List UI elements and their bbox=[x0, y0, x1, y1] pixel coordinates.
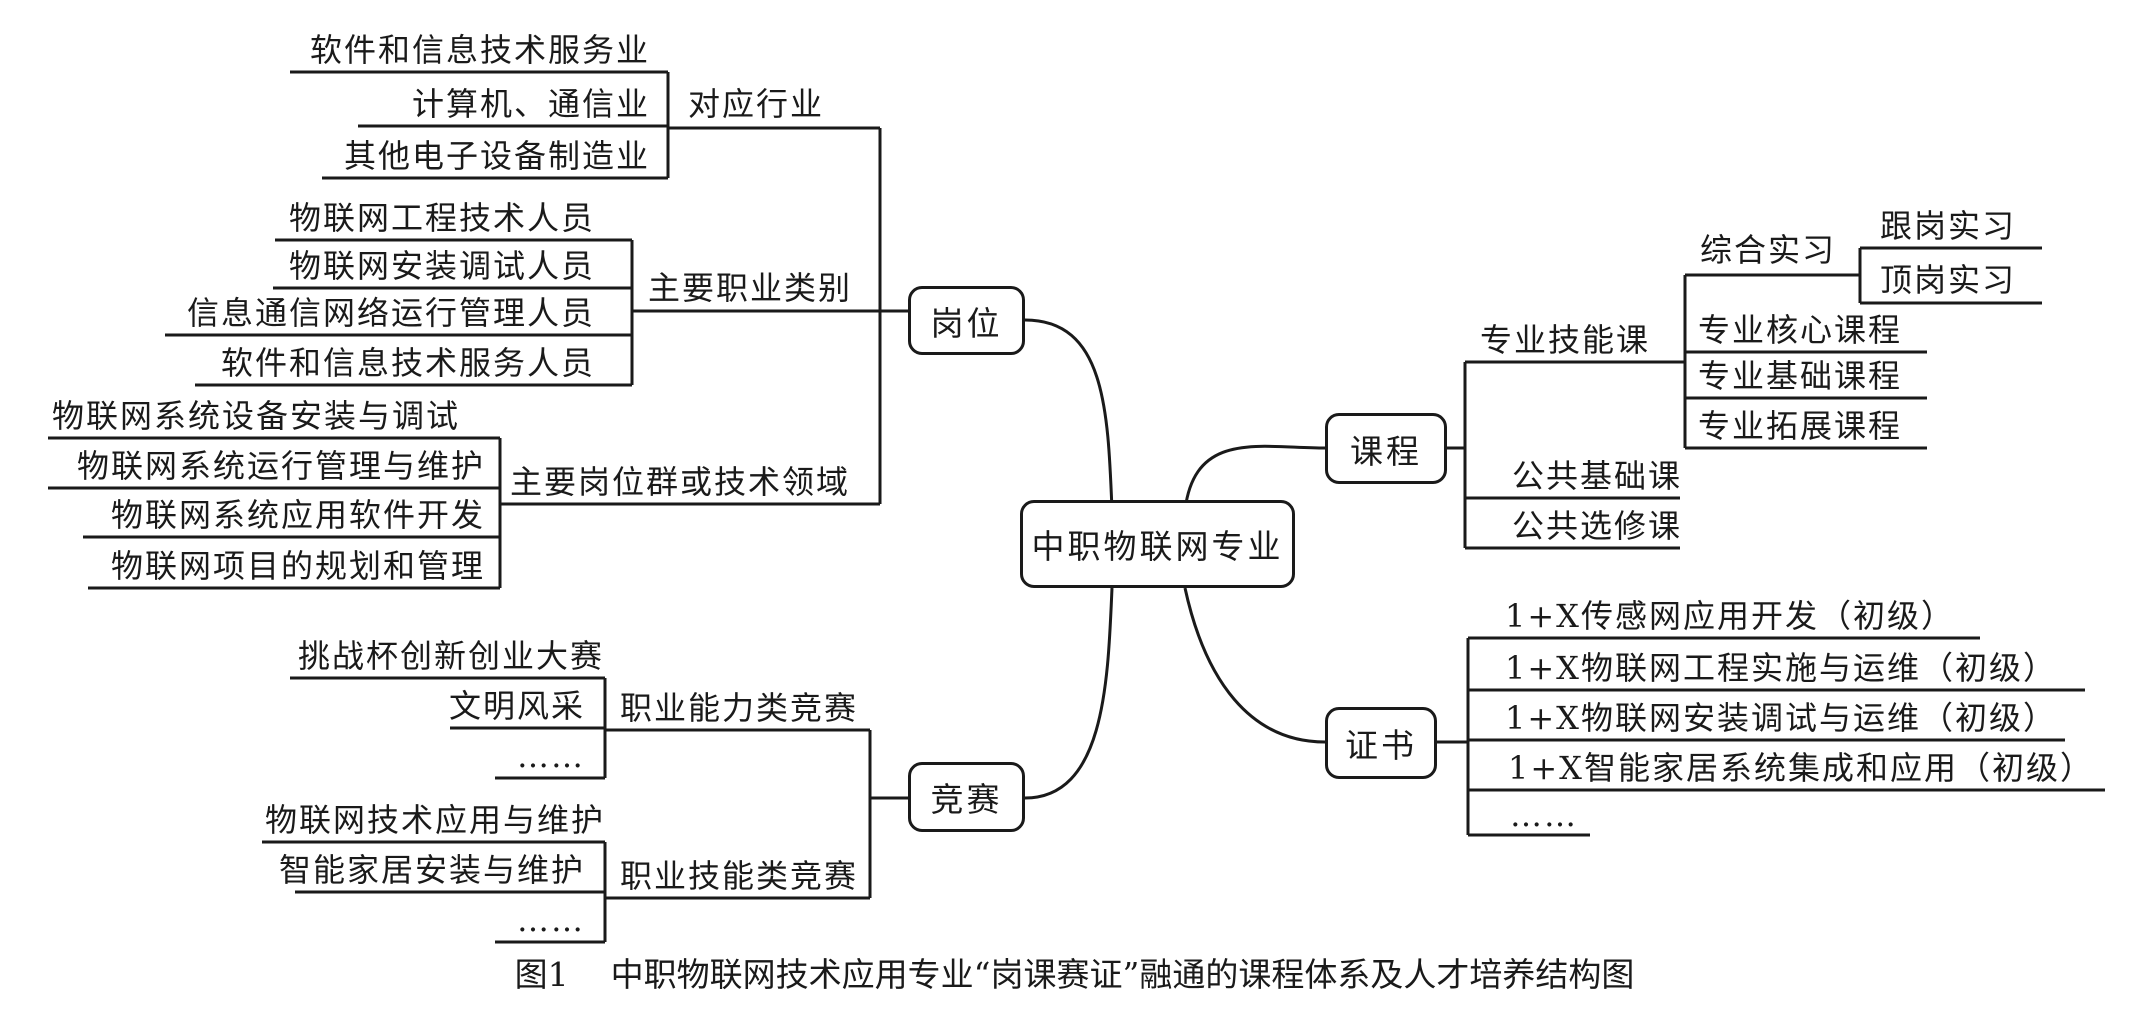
cert-item-4: 1+X智能家居系统集成和应用（初级） bbox=[1508, 749, 2094, 787]
node-gangwei: 岗位 bbox=[908, 286, 1025, 355]
field-item-2: 物联网系统运行管理与维护 bbox=[76, 447, 485, 485]
industry-item-1: 软件和信息技术服务业 bbox=[309, 31, 650, 69]
skill-item-3: …… bbox=[517, 901, 585, 939]
field-label: 主要岗位群或技术领域 bbox=[510, 463, 851, 501]
cert-item-2: 1+X物联网工程实施与运维（初级） bbox=[1505, 649, 2057, 687]
figure-title: 中职物联网技术应用专业“岗课赛证”融通的课程体系及人才培养结构图 bbox=[610, 955, 1635, 994]
node-zhengshu: 证书 bbox=[1325, 707, 1437, 779]
internship-item-1: 跟岗实习 bbox=[1880, 207, 2017, 245]
connector-center-jingsai bbox=[1024, 587, 1114, 800]
skill-item-1: 物联网技术应用与维护 bbox=[265, 801, 606, 839]
node-jingsai: 竞赛 bbox=[908, 762, 1025, 832]
occupation-label: 主要职业类别 bbox=[648, 269, 853, 307]
industry-item-2: 计算机、通信业 bbox=[411, 85, 650, 123]
major-basic-course: 专业基础课程 bbox=[1698, 357, 1903, 395]
cert-item-5: …… bbox=[1510, 796, 1578, 834]
ability-item-3: …… bbox=[517, 737, 585, 775]
ability-item-1: 挑战杯创新创业大赛 bbox=[298, 637, 605, 675]
industry-item-3: 其他电子设备制造业 bbox=[343, 137, 650, 175]
figure-number: 图1 bbox=[514, 955, 569, 994]
major-extend-course: 专业拓展课程 bbox=[1698, 407, 1903, 445]
occupation-item-4: 软件和信息技术服务人员 bbox=[220, 344, 595, 382]
field-item-3: 物联网系统应用软件开发 bbox=[110, 496, 485, 534]
occupation-item-3: 信息通信网络运行管理人员 bbox=[186, 294, 595, 332]
internship-item-2: 顶岗实习 bbox=[1880, 261, 2017, 299]
public-elective-course: 公共选修课 bbox=[1512, 507, 1683, 545]
field-item-4: 物联网项目的规划和管理 bbox=[110, 547, 485, 585]
internship-label: 综合实习 bbox=[1700, 231, 1837, 269]
ability-label: 职业能力类竞赛 bbox=[620, 689, 859, 727]
skill-item-2: 智能家居安装与维护 bbox=[278, 851, 585, 889]
occupation-item-2: 物联网安装调试人员 bbox=[288, 247, 595, 285]
figure-caption: 图1 中职物联网技术应用专业“岗课赛证”融通的课程体系及人才培养结构图 bbox=[0, 948, 2149, 996]
major-skill-label: 专业技能课 bbox=[1480, 321, 1651, 359]
field-item-1: 物联网系统设备安装与调试 bbox=[52, 397, 461, 435]
skill-label: 职业技能类竞赛 bbox=[620, 857, 859, 895]
ability-item-2: 文明风采 bbox=[448, 687, 585, 725]
major-core-course: 专业核心课程 bbox=[1698, 311, 1903, 349]
industry-label: 对应行业 bbox=[688, 85, 825, 123]
cert-item-3: 1+X物联网安装调试与运维（初级） bbox=[1505, 699, 2057, 737]
cert-item-1: 1+X传感网应用开发（初级） bbox=[1505, 597, 1955, 635]
center-node: 中职物联网专业 bbox=[1020, 500, 1295, 588]
public-basic-course: 公共基础课 bbox=[1512, 457, 1683, 495]
connector-center-zhengshu bbox=[1183, 587, 1326, 744]
occupation-item-1: 物联网工程技术人员 bbox=[288, 199, 595, 237]
connector-center-gangwei bbox=[1024, 318, 1114, 511]
node-kecheng: 课程 bbox=[1325, 413, 1447, 484]
connector-center-kecheng bbox=[1183, 444, 1326, 511]
